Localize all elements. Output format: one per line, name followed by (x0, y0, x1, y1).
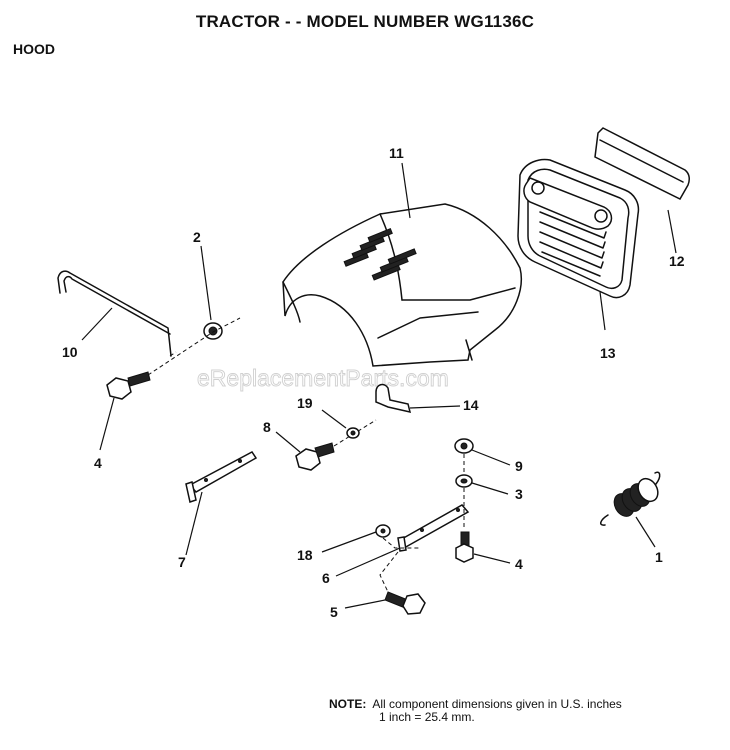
part-14-bracket (375, 383, 412, 414)
leader-lines (81, 162, 677, 609)
callout-3: 3 (515, 486, 523, 502)
callout-13: 13 (600, 345, 616, 361)
alignment-lines (147, 317, 465, 593)
part-4-bolt-left (106, 371, 151, 400)
callout-2: 2 (193, 229, 201, 245)
callout-1: 1 (655, 549, 663, 565)
callout-5: 5 (330, 604, 338, 620)
callout-9: 9 (515, 458, 523, 474)
part-3-washer (455, 474, 473, 488)
section-title: HOOD (13, 41, 55, 57)
part-11-hood (282, 203, 522, 367)
callout-11: 11 (389, 145, 404, 161)
callout-12: 12 (669, 253, 685, 269)
callout-4-right: 4 (515, 556, 523, 572)
hood-vents (343, 227, 417, 281)
callout-14: 14 (463, 397, 479, 413)
parts-diagram: eReplacementParts.com (57, 127, 690, 620)
part-18-washer (375, 524, 391, 538)
part-10-rod (57, 270, 172, 357)
part-9-nut (454, 438, 474, 454)
part-19-washer (346, 427, 360, 439)
dimension-note: NOTE: All component dimensions given in U… (329, 698, 622, 724)
callout-8: 8 (263, 419, 271, 435)
part-6-link (397, 504, 470, 552)
note-label: NOTE: (329, 697, 367, 711)
callout-18: 18 (297, 547, 313, 563)
note-line-1: All component dimensions given in U.S. i… (372, 697, 622, 711)
callout-6: 6 (322, 570, 330, 586)
part-8-bolt (295, 442, 335, 471)
part-1-spring (600, 471, 661, 526)
note-line-2: 1 inch = 25.4 mm. (379, 710, 475, 724)
callout-7: 7 (178, 554, 186, 570)
callout-19: 19 (297, 395, 313, 411)
part-4-bolt-right (455, 531, 474, 563)
part-12-lens (594, 127, 690, 200)
part-7-bracket (185, 451, 258, 503)
callouts: 11 2 12 10 13 19 14 8 4 9 3 18 7 1 4 6 5 (62, 145, 685, 620)
page-title: TRACTOR - - MODEL NUMBER WG1136C (195, 12, 535, 31)
callout-4-left: 4 (94, 455, 102, 471)
part-13-grille (517, 158, 640, 299)
grille-slats (539, 211, 607, 277)
callout-10: 10 (62, 344, 78, 360)
watermark-text: eReplacementParts.com (197, 365, 449, 391)
part-5-bolt (384, 591, 426, 615)
